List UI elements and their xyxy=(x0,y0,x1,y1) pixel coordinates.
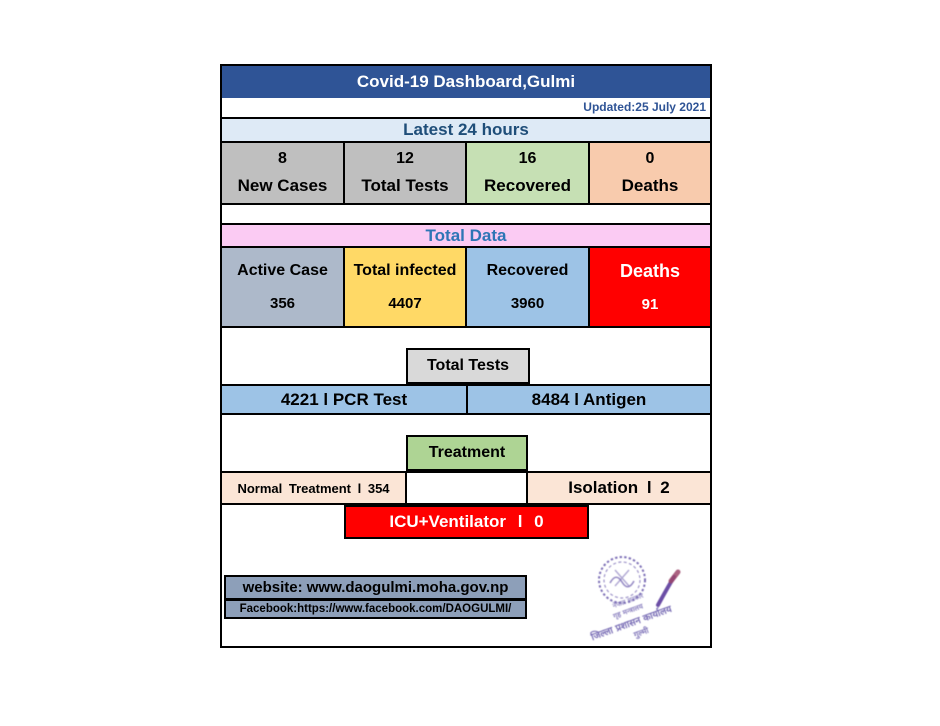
deaths-24h-cell: 0 Deaths xyxy=(590,143,710,203)
recovered-24h-cell: 16 Recovered xyxy=(467,143,590,203)
active-case-value: 356 xyxy=(269,294,296,312)
website-url: website: www.daogulmi.moha.gov.np xyxy=(224,575,527,600)
pen-stroke-icon xyxy=(656,569,681,607)
official-stamp: नेपाल सरकार गृह मन्त्रालय जिल्ला प्रशासन… xyxy=(588,556,681,644)
antigen-test-cell: 8484 l Antigen xyxy=(531,390,647,409)
total-data-heading: Total Data xyxy=(222,223,710,248)
total-tests-cell: 12 Total Tests xyxy=(345,143,467,203)
new-cases-value: 8 xyxy=(278,150,287,168)
treatment-heading-box: Treatment xyxy=(406,435,528,471)
normal-treatment-cell: Normal Treatment l 354 xyxy=(237,480,390,496)
pcr-test-cell: 4221 l PCR Test xyxy=(222,386,468,413)
updated-date: Updated:25 July 2021 xyxy=(222,98,710,117)
tests-breakdown-row: 4221 l PCR Test 8484 l Antigen xyxy=(222,384,710,415)
isolation-cell: Isolation l 2 xyxy=(568,478,670,497)
deaths-24h-label: Deaths xyxy=(621,175,679,195)
new-cases-label: New Cases xyxy=(237,175,328,195)
dashboard-title: Covid-19 Dashboard,Gulmi xyxy=(222,66,710,98)
total-recovered-label: Recovered xyxy=(486,262,569,280)
dashboard-frame: Covid-19 Dashboard,Gulmi Updated:25 July… xyxy=(220,64,712,648)
active-case-cell: Active Case 356 xyxy=(222,248,345,326)
total-deaths-label: Deaths xyxy=(619,261,681,282)
total-tests-value: 12 xyxy=(396,150,414,168)
total-deaths-cell: Deaths 91 xyxy=(590,248,710,326)
total-infected-value: 4407 xyxy=(388,294,422,312)
latest-24-hours-row: 8 New Cases 12 Total Tests 16 Recovered … xyxy=(222,143,710,205)
icu-ventilator-box: ICU+Ventilator l 0 xyxy=(344,505,589,539)
total-infected-label: Total infected xyxy=(353,262,457,280)
treatment-spacer-cell xyxy=(405,473,528,503)
total-tests-label: Total Tests xyxy=(361,175,449,195)
new-cases-cell: 8 New Cases xyxy=(222,143,345,203)
total-recovered-value: 3960 xyxy=(510,294,545,312)
total-deaths-value: 91 xyxy=(641,295,659,313)
active-case-label: Active Case xyxy=(237,262,328,280)
recovered-24h-value: 16 xyxy=(518,150,537,168)
total-data-row: Active Case 356 Total infected 4407 Reco… xyxy=(222,248,710,328)
stamp-emblem-icon xyxy=(598,556,646,604)
treatment-row: Normal Treatment l 354 Isolation l 2 xyxy=(222,471,710,505)
deaths-24h-value: 0 xyxy=(645,150,655,168)
recovered-24h-label: Recovered xyxy=(484,175,571,195)
facebook-url: Facebook:https://www.facebook.com/DAOGUL… xyxy=(224,599,527,619)
total-tests-heading-box: Total Tests xyxy=(406,348,530,384)
latest-24-hours-heading: Latest 24 hours xyxy=(222,117,710,143)
total-infected-cell: Total infected 4407 xyxy=(345,248,467,326)
total-recovered-cell: Recovered 3960 xyxy=(467,248,590,326)
